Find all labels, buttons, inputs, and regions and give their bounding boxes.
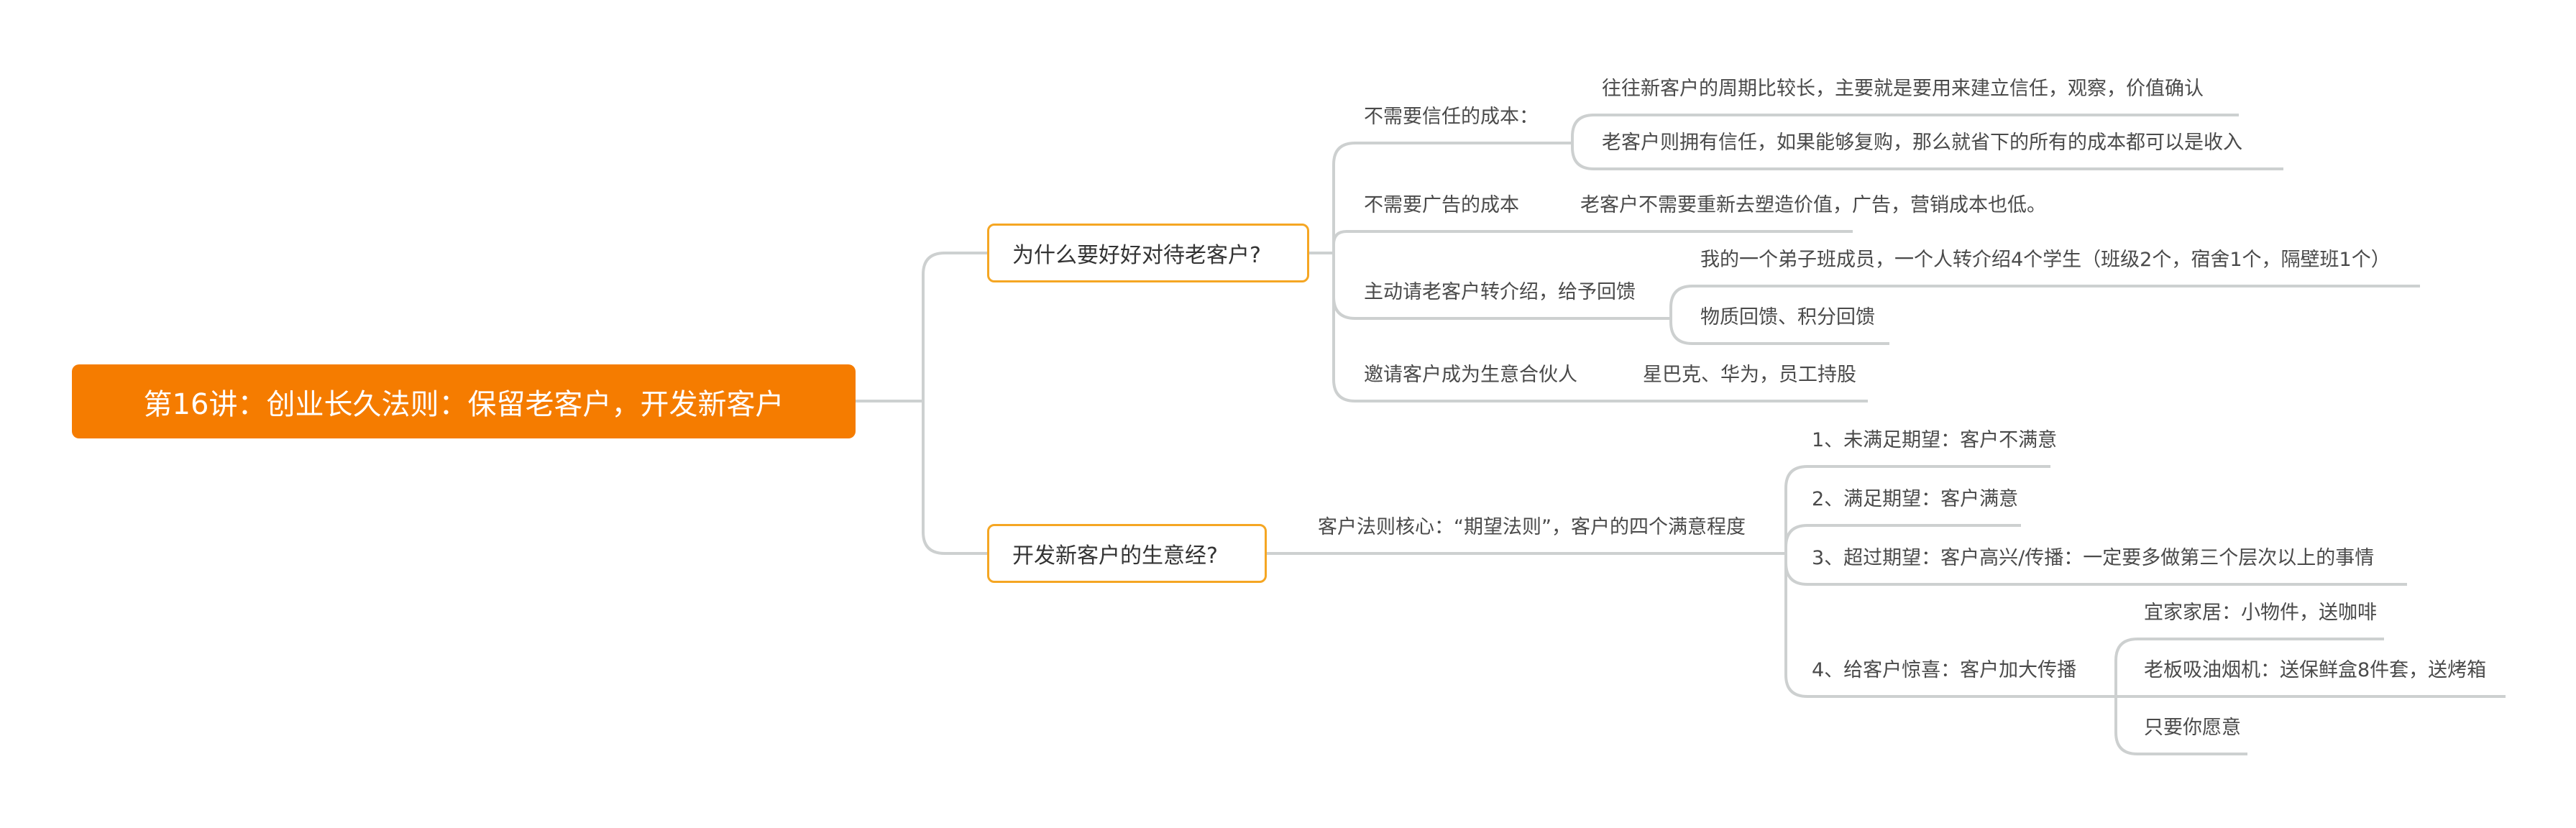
- subtopic-referral[interactable]: 主动请老客户转介绍，给予回馈: [1364, 281, 1636, 303]
- subtopic-trust-cost[interactable]: 不需要信任的成本：: [1364, 106, 1539, 128]
- subtopic-detail[interactable]: 老客户则拥有信任，如果能够复购，那么就省下的所有的成本都可以是收入: [1602, 132, 2242, 154]
- subtopic-ad-cost[interactable]: 不需要广告的成本: [1364, 194, 1519, 216]
- core-rule-label[interactable]: 客户法则核心：“期望法则”，客户的四个满意程度: [1318, 516, 1746, 538]
- surprise-example[interactable]: 老板吸油烟机：送保鲜盒8件套，送烤箱: [2144, 659, 2487, 681]
- subtopic-note: 星巴克、华为，员工持股: [1643, 364, 1856, 386]
- satisfaction-level[interactable]: 1、未满足期望：客户不满意: [1812, 429, 2058, 451]
- connector: [1669, 285, 2420, 345]
- topic-old-customers[interactable]: 为什么要好好对待老客户?: [987, 224, 1309, 282]
- connector: [2114, 638, 2506, 755]
- subtopic-detail[interactable]: 我的一个弟子班成员，一个人转介绍4个学生（班级2个，宿舍1个，隔壁班1个）: [1700, 249, 2391, 271]
- surprise-example[interactable]: 宜家家居：小物件，送咖啡: [2144, 602, 2377, 624]
- subtopic-detail[interactable]: 往往新客户的周期比较长，主要就是要用来建立信任，观察，价值确认: [1602, 78, 2204, 100]
- connector: [856, 252, 987, 555]
- topic-label: 开发新客户的生意经?: [1012, 543, 1218, 569]
- subtopic-partner[interactable]: 邀请客户成为生意合伙人: [1364, 364, 1577, 386]
- satisfaction-level[interactable]: 4、给客户惊喜：客户加大传播: [1812, 659, 2077, 681]
- satisfaction-level[interactable]: 2、满足期望：客户满意: [1812, 488, 2019, 510]
- satisfaction-level[interactable]: 3、超过期望：客户高兴/传播：一定要多做第三个层次以上的事情: [1812, 547, 2375, 569]
- subtopic-note: 老客户不需要重新去塑造价值，广告，营销成本也低。: [1580, 194, 2046, 216]
- connector: [1571, 114, 2283, 170]
- root-topic-label: 第16讲：创业长久法则：保留老客户，开发新客户: [143, 387, 784, 421]
- topic-new-customers[interactable]: 开发新客户的生意经?: [987, 524, 1267, 583]
- connector: [1267, 465, 2407, 698]
- root-topic[interactable]: 第16讲：创业长久法则：保留老客户，开发新客户: [72, 364, 856, 438]
- subtopic-detail[interactable]: 物质回馈、积分回馈: [1700, 306, 1875, 328]
- connector: [1309, 142, 1868, 402]
- topic-label: 为什么要好好对待老客户?: [1012, 243, 1261, 268]
- surprise-example[interactable]: 只要你愿意: [2144, 717, 2241, 739]
